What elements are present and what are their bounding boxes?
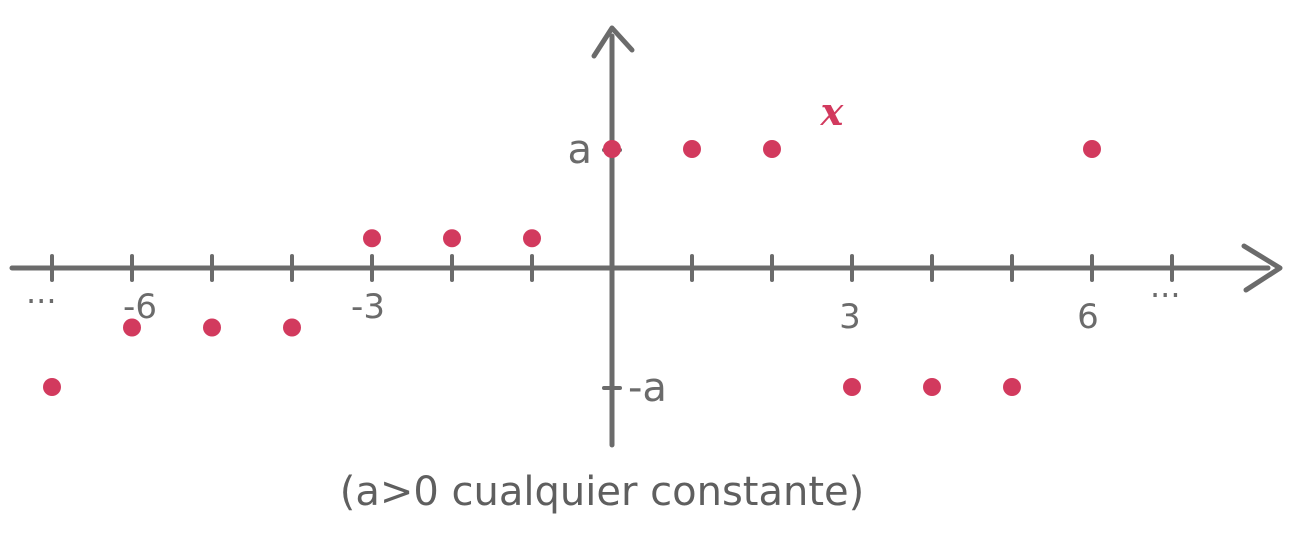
y-tick-label-a: a [567,127,592,173]
caption: (a>0 cualquier constante) [340,469,865,515]
ellipsis-right: ··· [1150,276,1181,314]
data-point [283,318,301,337]
data-point [603,140,621,158]
data-point [123,318,141,337]
data-point [1083,140,1101,158]
y-axis-arrow-icon [591,25,635,59]
data-point [1003,378,1021,396]
ellipsis-left: ··· [26,282,57,320]
data-point [683,140,701,158]
data-point [523,229,541,248]
data-point [203,318,221,337]
data-point [763,140,781,158]
data-points [43,140,1101,396]
x-axis-arrow-icon [1241,243,1283,293]
x-ticks [50,254,1174,282]
data-point [43,378,61,396]
data-point [363,229,381,248]
y-tick-label-neg-a: -a [628,365,667,411]
data-point [843,378,861,396]
x-tick-label-neg6: -6 [123,287,157,327]
x-tick-label-neg3: -3 [351,287,385,327]
x-tick-label-3: 3 [839,297,861,337]
data-point [443,229,461,248]
x-tick-label-6: 6 [1077,297,1099,337]
data-point [923,378,941,396]
series-label: x [820,89,845,134]
